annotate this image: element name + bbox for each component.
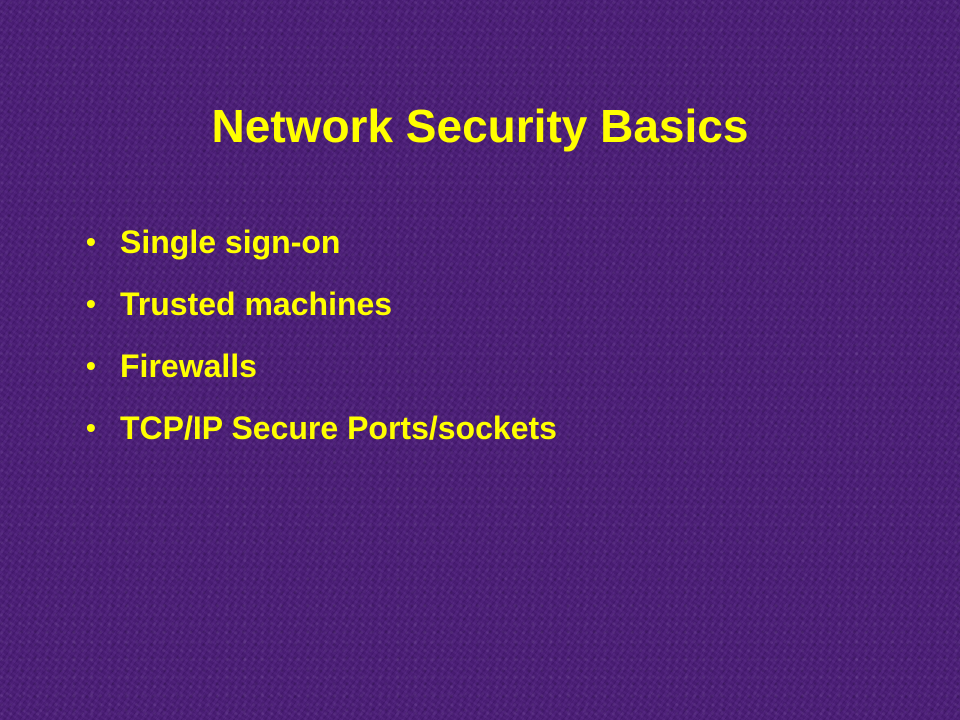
bullet-list: • Single sign-on • Trusted machines • Fi…: [80, 218, 557, 466]
bullet-text: Trusted machines: [120, 286, 393, 322]
slide-title: Network Security Basics: [211, 100, 749, 152]
bullet-text: Firewalls: [120, 348, 257, 384]
bullet-item: • Firewalls: [80, 342, 557, 404]
bullet-text: Single sign-on: [120, 224, 341, 260]
bullet-icon: •: [86, 350, 96, 381]
bullet-icon: •: [86, 288, 96, 319]
bullet-icon: •: [86, 412, 96, 443]
bullet-item: • TCP/IP Secure Ports/sockets: [80, 404, 557, 466]
bullet-text: TCP/IP Secure Ports/sockets: [120, 410, 557, 446]
bullet-item: • Single sign-on: [80, 218, 557, 280]
bullet-item: • Trusted machines: [80, 280, 557, 342]
bullet-icon: •: [86, 226, 96, 257]
